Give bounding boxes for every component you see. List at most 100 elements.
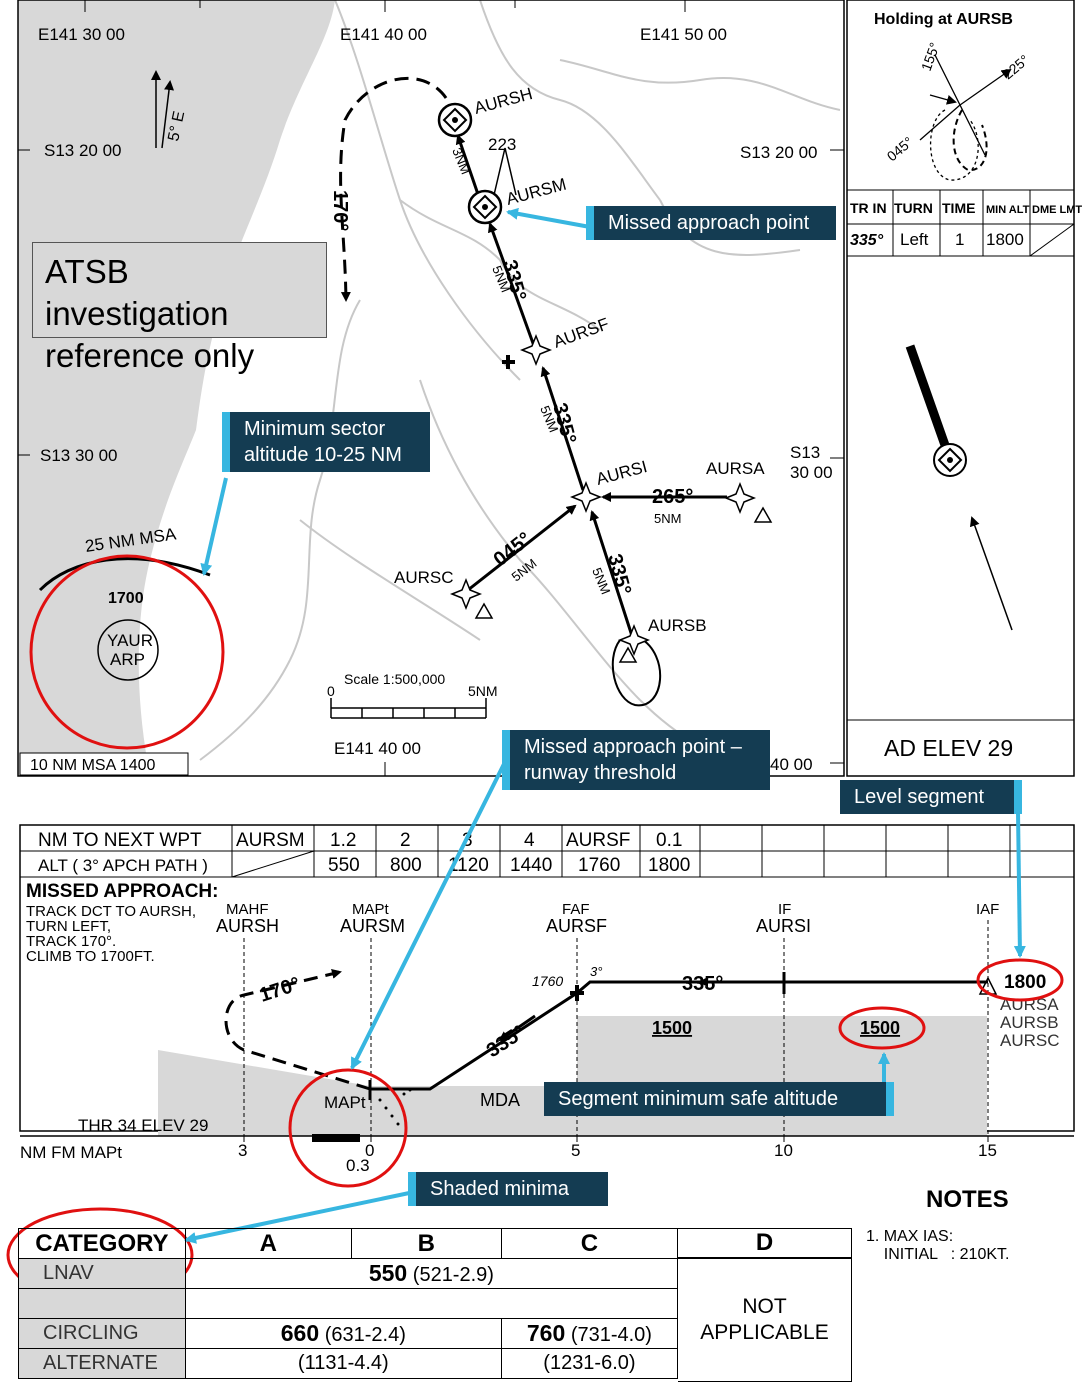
wp-aursb-label: AURSB: [648, 616, 707, 635]
minima-table: CATEGORY A B C LNAV 550 (521-2.9) CIRCLI…: [18, 1228, 679, 1379]
msa-diagram: [38, 557, 211, 681]
missed-line-2: TRACK 170°.: [26, 933, 116, 950]
wp-aursf-label: AURSF: [551, 314, 612, 352]
holding-diagram: [919, 54, 1012, 181]
holding-225: 225°: [1000, 51, 1032, 82]
annotation-level: Level segment: [840, 780, 1022, 814]
segment-alt-1: 1500: [652, 1018, 692, 1038]
atsb-watermark: ATSB investigation reference only: [32, 242, 327, 374]
annotation-msa: Minimum sector altitude 10-25 NM: [222, 412, 430, 472]
hold-minalt: 1800: [986, 230, 1024, 249]
highlight-circles: [6, 554, 1064, 1303]
row1-v6: 0.1: [656, 830, 682, 851]
minima-hdr-d: D: [678, 1228, 852, 1258]
lat-20-right: S13 20 00: [740, 143, 818, 162]
msa-altitude: 1700: [108, 590, 144, 607]
minima-alternate-label: ALTERNATE: [18, 1348, 186, 1379]
row1-v1: 1.2: [330, 830, 356, 851]
notes-title: NOTES: [926, 1186, 1009, 1213]
minima-hdr-b: B: [350, 1228, 502, 1259]
minima-circling-c: 760 (731-4.0): [500, 1318, 679, 1349]
minima-lnav-label: LNAV: [18, 1258, 186, 1289]
profile-turn-track: 170°: [257, 973, 303, 1007]
row2-v2: 800: [390, 855, 422, 876]
iaf-alt: 1800: [1004, 972, 1046, 993]
missed-line-0: TRACK DCT TO AURSH,: [26, 903, 196, 920]
ad-elev: AD ELEV 29: [884, 735, 1013, 761]
profile-view: [20, 920, 1074, 1142]
faf-alt: 1760: [532, 973, 563, 989]
annotation-map: Missed approach point: [586, 206, 836, 240]
holding-leg: [905, 344, 951, 450]
row1-v0: AURSM: [236, 830, 305, 851]
hold-time: 1: [955, 230, 964, 249]
track-missed-170: 170°: [329, 190, 351, 231]
coast-land: [18, 0, 335, 775]
segment-alt-2: 1500: [860, 1018, 900, 1038]
scale-zero: 0: [327, 683, 335, 699]
terrain-shade: [158, 1050, 370, 1136]
row1-v2: 2: [400, 830, 411, 851]
track-a-265: 265°: [652, 486, 693, 508]
row1-v5: AURSF: [566, 830, 630, 851]
hold-hdr-trin: TR IN: [850, 200, 887, 216]
axis-3: 3: [238, 1141, 247, 1160]
notes-text: 1. MAX IAS: INITIAL : 210KT.: [866, 1228, 1010, 1263]
thr-label: THR 34 ELEV 29: [78, 1116, 208, 1135]
minima-hdr-category: CATEGORY: [18, 1228, 186, 1259]
mapt-label: MAPt: [324, 1093, 366, 1112]
wp-aursm-label: AURSM: [504, 175, 568, 209]
minima-alternate-c: (1231-6.0): [500, 1348, 679, 1379]
segment-shade-1: [577, 1016, 987, 1136]
scale-label: Scale 1:500,000: [344, 671, 445, 687]
missed-line-1: TURN LEFT,: [26, 918, 111, 935]
obstacle-223: 223: [488, 135, 516, 154]
lon-30: E141 30 00: [38, 25, 125, 44]
hold-hdr-turn: TURN: [894, 200, 933, 216]
north-arrow-right: [969, 516, 1013, 631]
minima-shaded-row: [18, 1288, 186, 1319]
row1-v4: 4: [524, 830, 535, 851]
lat-30-right-b: 30 00: [790, 463, 833, 482]
row2-v6: 1800: [648, 855, 690, 876]
obstacle-icons: [474, 147, 773, 663]
annotation-shaded-minima: Shaded minima: [408, 1172, 608, 1206]
approach-tracks: [455, 134, 727, 707]
hold-turn: Left: [900, 230, 929, 249]
fix-mahf-name: AURSH: [216, 916, 279, 936]
fly-by-icons: [449, 333, 757, 657]
holding-title: Holding at AURSB: [874, 11, 1013, 28]
msa-center-a: YAUR: [107, 631, 153, 650]
row2-v1: 550: [328, 855, 360, 876]
lat-30-left: S13 30 00: [40, 446, 118, 465]
wp-aursa-label: AURSA: [706, 459, 765, 478]
hold-hdr-time: TIME: [942, 200, 975, 216]
minima-lnav-value: 550 (521-2.9): [184, 1258, 679, 1289]
dist-a-i: 5NM: [654, 511, 681, 526]
wp-aursh-label: AURSH: [472, 84, 534, 118]
hold-trin: 335°: [850, 232, 884, 249]
minima-circling-label: CIRCLING: [18, 1318, 186, 1349]
fix-iaf-role: IAF: [976, 901, 999, 918]
holding-045: 045°: [884, 133, 916, 164]
dist-h-m: 3NM: [449, 146, 473, 177]
msa-10nm: 10 NM MSA 1400: [30, 757, 156, 774]
lat-30-right-a: S13: [790, 443, 820, 462]
missed-title: MISSED APPROACH:: [26, 881, 218, 902]
fix-faf-role: FAF: [562, 901, 590, 918]
mda-label: MDA: [480, 1090, 520, 1110]
minima-hdr-c: C: [500, 1228, 679, 1259]
hold-hdr-dme: DME LMT: [1032, 204, 1082, 216]
scale-bar: [330, 698, 487, 719]
rivers: [199, 0, 841, 771]
annotation-segment-msa: Segment minimum safe altitude: [544, 1082, 894, 1116]
lon-bottom-right: 40 00: [770, 755, 813, 774]
variation-arrows: [151, 70, 175, 149]
lon-50: E141 50 00: [640, 25, 727, 44]
wp-aursi-label: AURSI: [594, 457, 649, 489]
glide-angle: 3°: [590, 964, 602, 979]
minima-alternate-ab: (1131-4.4): [184, 1348, 502, 1379]
row2-v3: 1120: [448, 855, 489, 876]
hold-hdr-minalt: MIN ALT: [986, 204, 1030, 216]
missed-line-3: CLIMB TO 1700FT.: [26, 948, 155, 965]
